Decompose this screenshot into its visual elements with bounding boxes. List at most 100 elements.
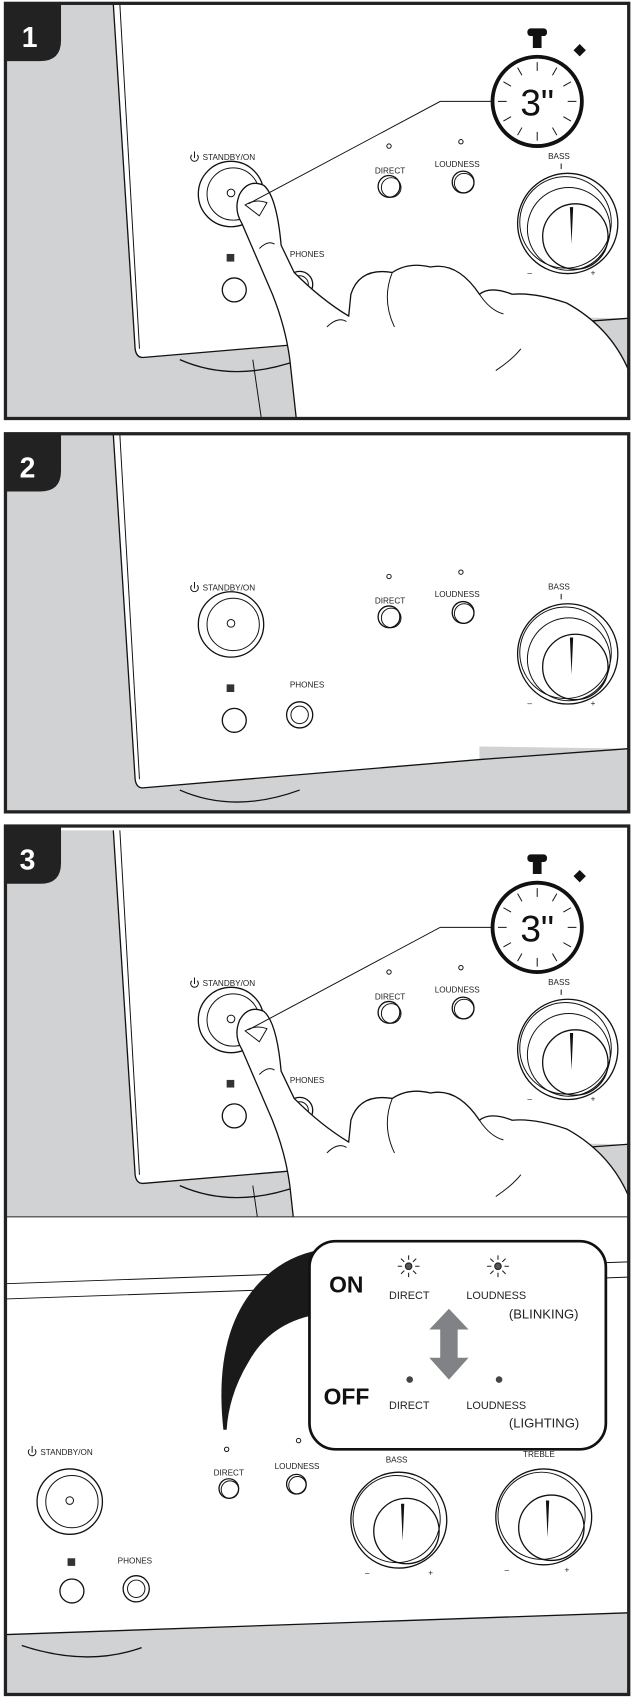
direct-led (386, 143, 392, 149)
treble-label: TREBLE (523, 1450, 555, 1459)
music-optimizer-icon (226, 1079, 235, 1088)
treble-knob[interactable] (495, 1468, 593, 1566)
standby-label: STANDBY/ON (203, 153, 256, 162)
step-2-frame (3, 432, 631, 814)
loudness-label: LOUDNESS (435, 160, 480, 169)
timer-label: 3" (520, 908, 554, 950)
loudness-label: LOUDNESS (275, 1462, 320, 1471)
standby-label: STANDBY/ON (40, 1448, 93, 1457)
direct-led (386, 573, 392, 580)
standby-label: STANDBY/ON (203, 584, 256, 593)
music-optimizer-button[interactable] (59, 1578, 85, 1604)
step-number: 3 (20, 845, 36, 877)
step-3-scene: STANDBY/ON DIRECT LOUDNESS BASS – + PHON… (6, 830, 628, 1218)
bass-plus-label: + (591, 1095, 596, 1104)
bass-minus-label: – (527, 269, 532, 278)
pressing-hand: 3" (236, 28, 628, 418)
standby-button[interactable] (197, 591, 265, 658)
loudness-button[interactable] (285, 1473, 307, 1495)
treble-plus-label: + (564, 1565, 569, 1574)
direct-label: DIRECT (214, 1468, 244, 1477)
off-direct-label: DIRECT (389, 1400, 430, 1412)
bass-plus-label: + (428, 1569, 433, 1578)
bass-plus-label: + (591, 699, 596, 708)
stand-foot (179, 359, 300, 373)
timer-leader-line (248, 926, 493, 1031)
blinking-led-icon (397, 1255, 420, 1278)
callout-pointer (221, 1248, 327, 1430)
music-optimizer-button[interactable] (221, 277, 247, 303)
direct-button[interactable] (377, 174, 402, 198)
step-badge (4, 824, 62, 884)
toggle-arrow-icon (429, 1308, 469, 1380)
amplifier-front-panel: STANDBY/ON DIRECT LOUDNESS BASS – + PHON… (6, 434, 628, 811)
bass-label: BASS (386, 1455, 408, 1464)
bass-knob[interactable] (516, 172, 619, 275)
direct-button[interactable] (218, 1478, 240, 1499)
power-icon (190, 151, 199, 162)
loudness-label: LOUDNESS (435, 590, 480, 599)
power-icon (27, 1446, 37, 1457)
stand-foot (179, 1184, 300, 1199)
phones-jack[interactable] (122, 1575, 150, 1603)
timer-leader-line (248, 100, 493, 205)
step-number: 1 (22, 22, 38, 54)
bass-knob[interactable] (516, 603, 619, 705)
loudness-led (458, 965, 464, 971)
loudness-label: LOUDNESS (435, 986, 480, 995)
bass-knob[interactable] (350, 1471, 448, 1569)
treble-minus-label: – (505, 1565, 510, 1574)
music-optimizer-button[interactable] (221, 707, 247, 733)
stopwatch-icon: 3" (490, 28, 586, 148)
phones-label: PHONES (118, 1557, 153, 1566)
bass-minus-label: – (527, 699, 532, 708)
direct-label: DIRECT (375, 597, 405, 606)
music-optimizer-button[interactable] (221, 1103, 247, 1129)
off-loudness-label: LOUDNESS (466, 1400, 526, 1412)
lighting-label: (LIGHTING) (509, 1416, 579, 1431)
music-optimizer-icon (67, 1558, 76, 1566)
music-optimizer-icon (226, 253, 235, 262)
direct-label: DIRECT (375, 166, 405, 175)
power-icon (190, 581, 199, 593)
phones-label: PHONES (290, 1076, 325, 1085)
step-3-frame (3, 824, 631, 1697)
direct-button[interactable] (377, 1000, 402, 1024)
loudness-led (295, 1437, 302, 1444)
loudness-button[interactable] (451, 170, 475, 194)
step-1-scene: STANDBY/ON DIRECT LOUDNESS BASS – + PHON… (6, 4, 628, 418)
music-optimizer-icon (226, 684, 235, 692)
led-status-callout: ON DIRECT LOUDNESS (BLINKING) OFF DIRECT… (308, 1239, 608, 1451)
loudness-button[interactable] (451, 996, 475, 1020)
bass-minus-label: – (365, 1569, 370, 1578)
blinking-label: (BLINKING) (509, 1307, 579, 1322)
loudness-button[interactable] (451, 600, 475, 625)
on-state-label: ON (329, 1271, 363, 1297)
step-1-frame (3, 1, 631, 421)
phones-jack[interactable] (285, 701, 314, 729)
loudness-led (458, 139, 464, 145)
standby-button[interactable] (36, 1468, 104, 1535)
direct-label: DIRECT (375, 992, 405, 1001)
direct-led (223, 1446, 230, 1452)
blinking-led-icon (487, 1255, 509, 1278)
off-state-label: OFF (324, 1384, 370, 1410)
bass-label: BASS (548, 152, 570, 161)
phones-label: PHONES (290, 250, 325, 259)
bass-knob[interactable] (516, 998, 619, 1101)
step-badge (4, 2, 62, 62)
on-loudness-label: LOUDNESS (466, 1290, 526, 1302)
direct-button[interactable] (377, 605, 402, 629)
step-badge (4, 432, 62, 492)
phones-label: PHONES (290, 681, 325, 690)
timer-label: 3" (520, 82, 554, 124)
direct-led (386, 969, 392, 975)
bass-label: BASS (548, 978, 570, 987)
lit-led-icon (495, 1376, 503, 1383)
on-direct-label: DIRECT (389, 1290, 430, 1302)
lit-led-icon (406, 1376, 413, 1383)
step-number: 2 (20, 452, 36, 484)
standby-label: STANDBY/ON (203, 979, 256, 988)
pressing-hand: 3" (236, 854, 628, 1218)
